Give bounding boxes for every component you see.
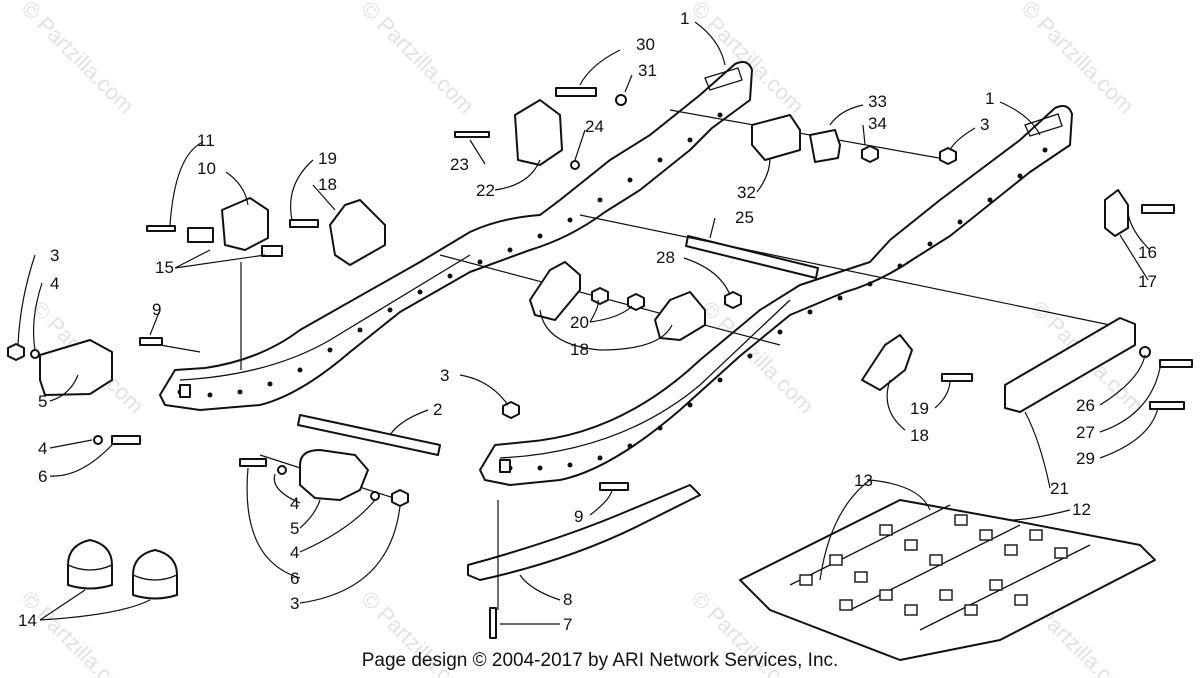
- callout-label: 20: [570, 313, 589, 332]
- callout-label: 26: [1076, 396, 1095, 415]
- bracket-10: [221, 197, 269, 251]
- spacer-33: [809, 129, 841, 163]
- callout-label: 14: [18, 611, 37, 630]
- slide-8: [467, 484, 701, 581]
- bumper-block: [39, 339, 113, 396]
- bracket-18: [529, 261, 581, 321]
- callout-label: 15: [155, 258, 174, 277]
- wear-strip-21: [1004, 317, 1136, 413]
- track-section-12: [739, 499, 1156, 661]
- callout-label: 6: [290, 569, 299, 588]
- callout-label: 6: [38, 467, 47, 486]
- axis-line: [159, 344, 201, 353]
- clip-17: [1104, 189, 1129, 237]
- callout-label: 4: [290, 494, 299, 513]
- bracket-18: [329, 199, 386, 266]
- callout-label: 27: [1076, 423, 1095, 442]
- page-footer: Page design © 2004-2017 by ARI Network S…: [361, 650, 839, 671]
- callout-leaders: [17, 21, 1161, 625]
- idler-wheel-32: [751, 114, 801, 161]
- callout-label: 3: [290, 594, 299, 613]
- callout-label: 28: [656, 248, 675, 267]
- callout-label: 17: [1138, 272, 1157, 291]
- axis-line: [579, 214, 1111, 326]
- callout-label: 22: [476, 181, 495, 200]
- callout-label: 2: [433, 400, 442, 419]
- callout-label: 34: [868, 114, 887, 133]
- callout-label: 18: [570, 340, 589, 359]
- callout-label: 4: [38, 439, 47, 458]
- callout-label: 12: [1072, 500, 1091, 519]
- callout-label: 25: [735, 208, 754, 227]
- callout-label: 32: [737, 183, 756, 202]
- callout-label: 18: [910, 426, 929, 445]
- axis-line: [439, 254, 781, 346]
- bracket-18: [861, 334, 913, 391]
- callout-label: 19: [318, 149, 337, 168]
- callout-label: 9: [152, 300, 161, 319]
- callout-label: 5: [38, 392, 47, 411]
- callout-label: 33: [868, 92, 887, 111]
- callout-label: 19: [910, 399, 929, 418]
- callout-label: 4: [50, 274, 59, 293]
- callout-label: 5: [290, 519, 299, 538]
- callout-label: 1: [985, 89, 994, 108]
- cross-shaft-25: [685, 235, 819, 279]
- callout-label: 4: [290, 543, 299, 562]
- callout-label: 10: [197, 159, 216, 178]
- callout-label: 3: [980, 115, 989, 134]
- bracket-22: [514, 99, 563, 166]
- callout-label: 3: [50, 246, 59, 265]
- callout-label: 31: [638, 61, 657, 80]
- callout-label: 29: [1076, 449, 1095, 468]
- fastener-group: [7, 87, 1193, 639]
- callout-label: 7: [563, 615, 572, 634]
- bracket-18: [654, 291, 706, 341]
- cross-shaft-2: [297, 414, 441, 456]
- callout-label: 8: [563, 590, 572, 609]
- callout-label: 11: [197, 131, 215, 150]
- hose-clamps-14: [67, 539, 178, 600]
- callout-labels: 1 30 31 1 33 34 3 24 23 22 32 25 11 10 1…: [18, 9, 1157, 634]
- slide-rail-right: [479, 105, 1073, 486]
- callout-label: 9: [574, 507, 583, 526]
- slide-rail-left: [159, 61, 753, 411]
- callout-label: 13: [854, 471, 873, 490]
- callout-label: 3: [440, 366, 449, 385]
- callout-label: 16: [1138, 243, 1157, 262]
- callout-label: 30: [636, 35, 655, 54]
- watermark: © Partzilla.com: [1016, 0, 1139, 118]
- callout-label: 21: [1050, 479, 1069, 498]
- callout-label: 1: [680, 9, 689, 28]
- bumper-block: [299, 449, 369, 501]
- callout-label: 24: [585, 117, 604, 136]
- watermark: © Partzilla.com: [16, 0, 139, 118]
- callout-label: 23: [450, 155, 469, 174]
- callout-label: 18: [318, 175, 337, 194]
- watermark: © Partzilla.com: [356, 0, 479, 118]
